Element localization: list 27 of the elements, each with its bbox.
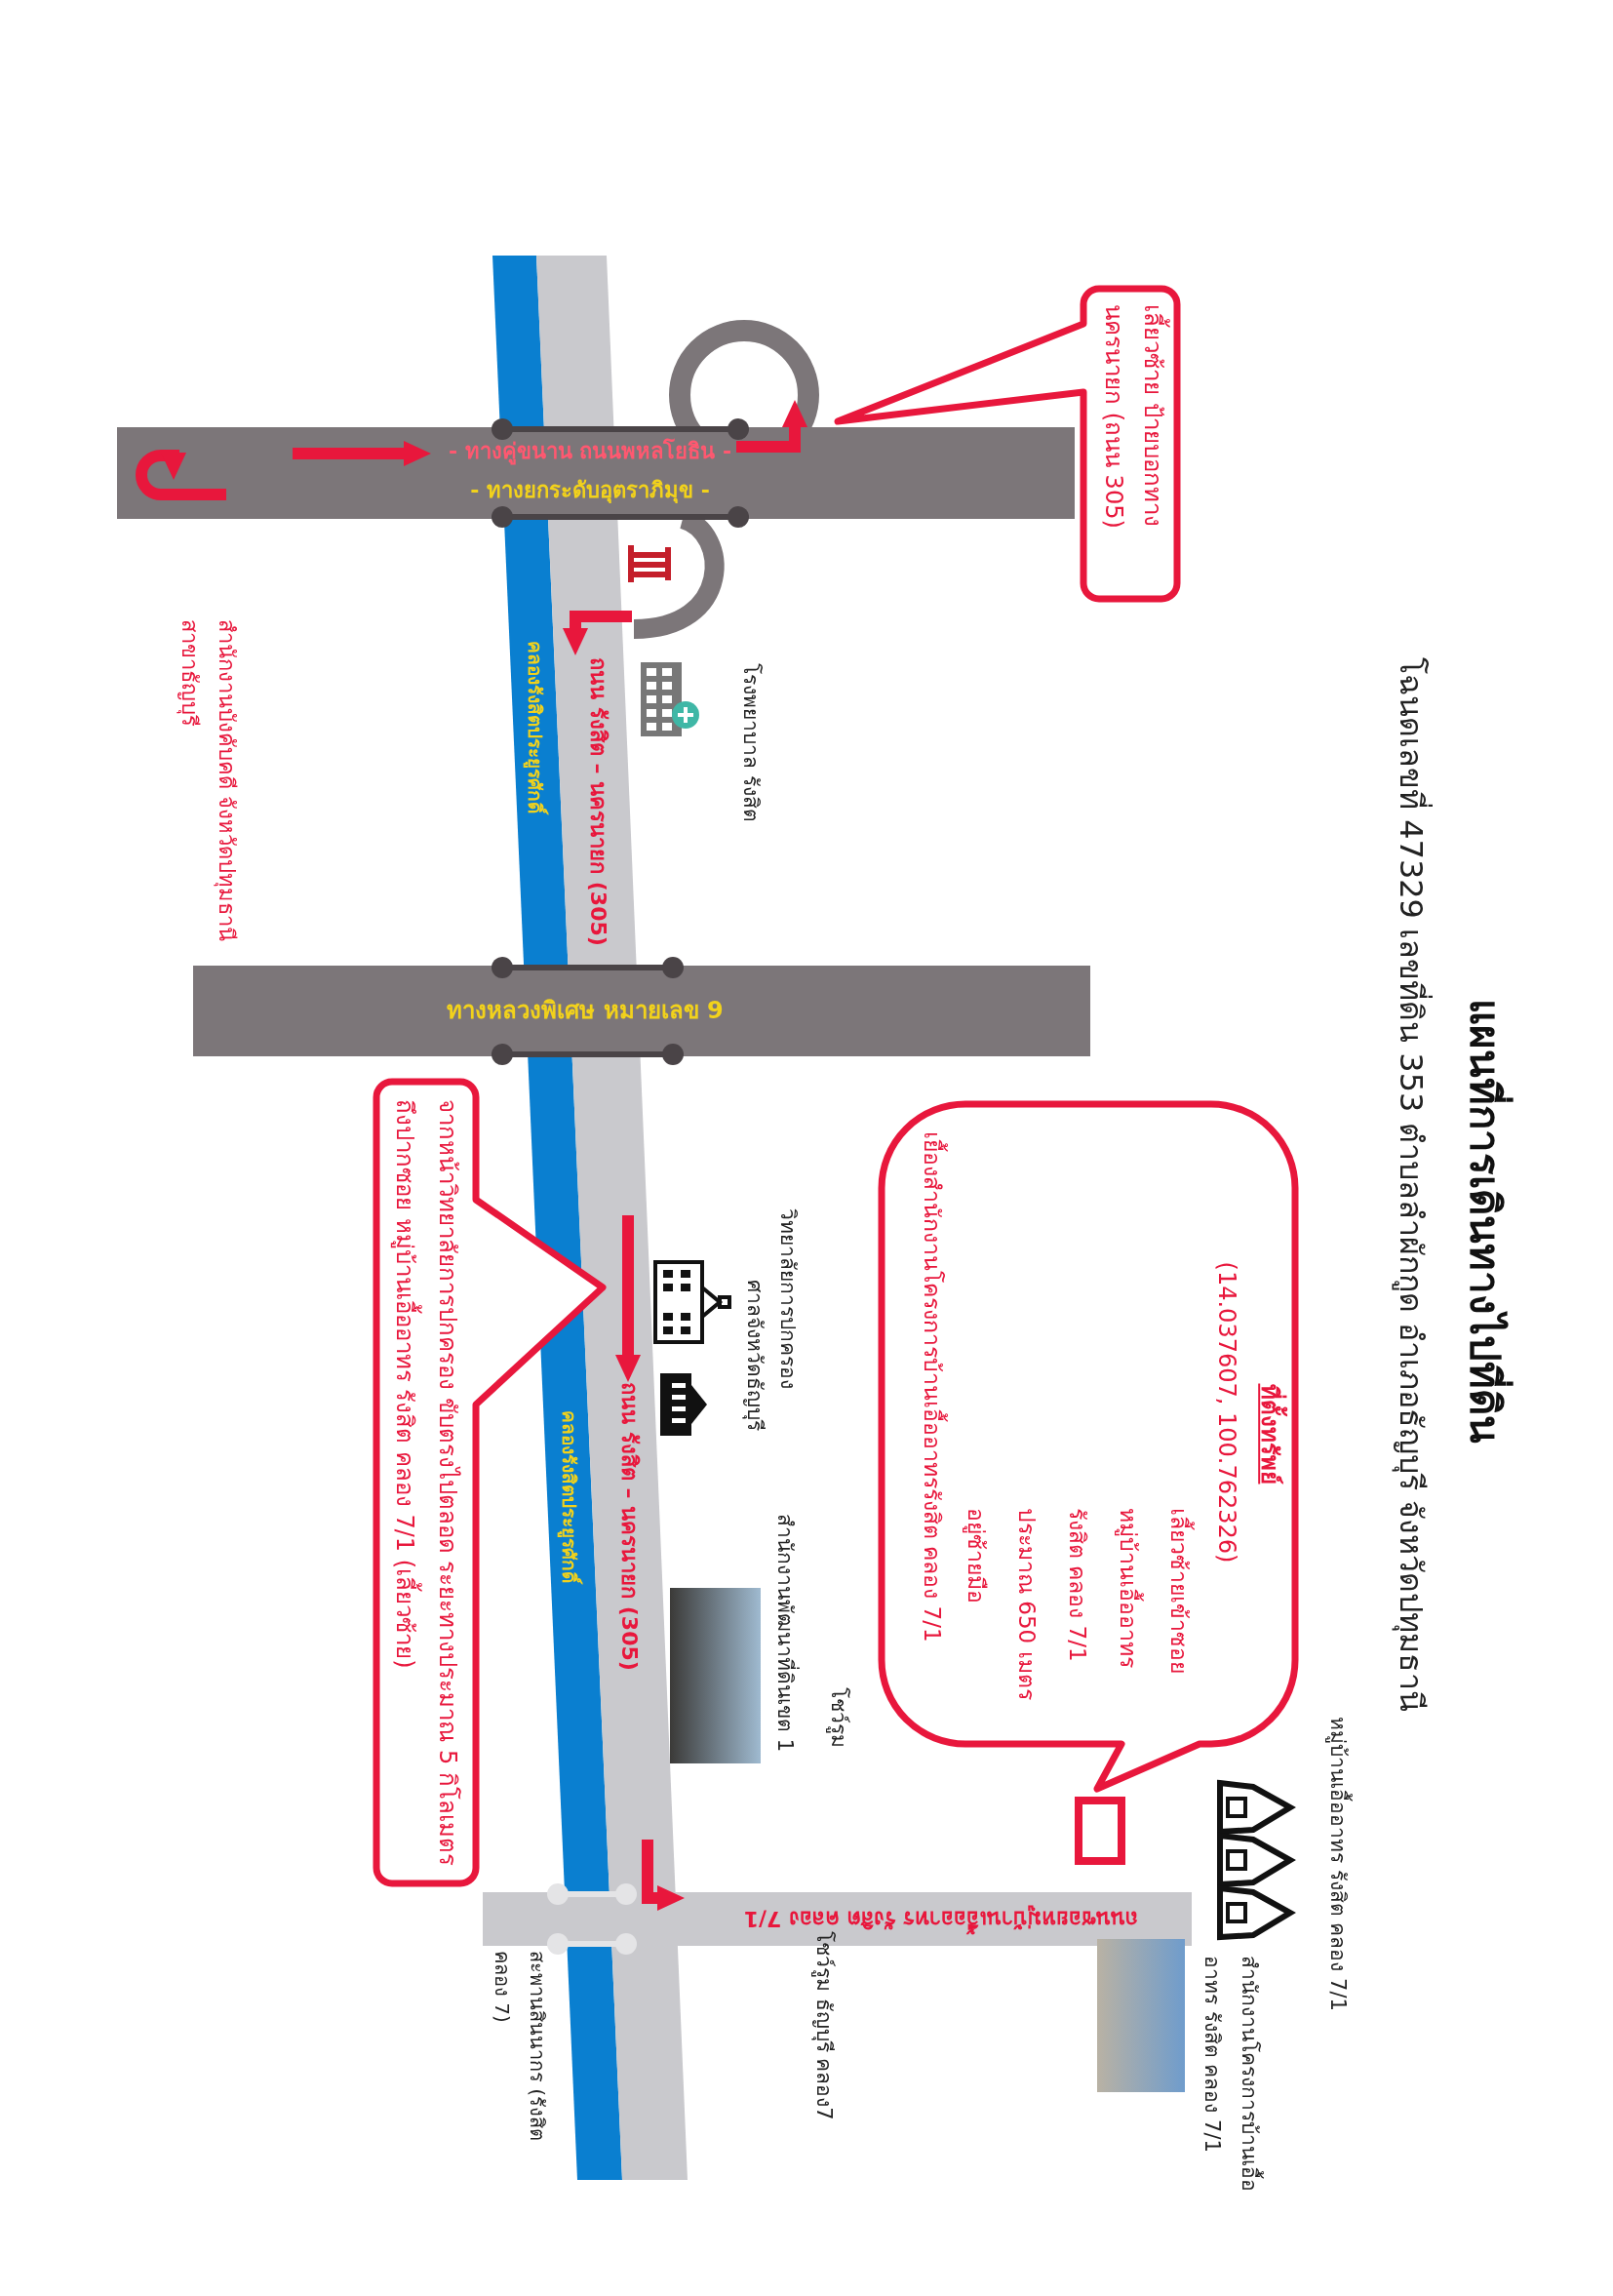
callout-text: เยื้องสำนักงานโครงการบ้านเอื้ออาทรรังสิต คลอง 7/1 [916, 1131, 947, 1678]
callout-text: จากหน้าวิทยาลัยการปกครอง ขับตรงไปตลอด ระยะทางประมาณ 5 กิโลเมตร ถึงปากซอย หมู่บ้านเอื้ออาทร รังสิต คลอง 7/1 (เลี้ยวซ้าย) [389, 1099, 462, 1868]
place-label: ศาลจังหวัดธัญบุรี [741, 1280, 768, 1433]
place-label: สะพานสินนากร (รังสิต คลอง 7) [490, 1951, 550, 2144]
road-name: ถนน รังสิต – นครนายก (305) [615, 1381, 643, 1673]
coordinates-text: (14.037607, 100.762326) [1212, 1260, 1242, 1565]
place-label: โรงพยาบาล รังสิต [738, 663, 765, 824]
place-label: สำนักงานบังคับคดี จังหวัดปทุมธานี สาขาธัญบุรี [176, 619, 240, 941]
callout-heading: ที่ตั้งทรัพย์ [1253, 1336, 1286, 1531]
callout-bubble [373, 1078, 607, 1887]
callout-bubble [878, 1100, 1299, 1795]
place-label: สำนักงานโครงการบ้านเอื้ออาทร รังสิต คลอง 7/1 [1194, 1956, 1268, 2219]
callout-text: เลี้ยวซ้ายเข้าซอย หมู่บ้านเอื้ออาทร รังสิต คลอง 7/1 ประมาณ 650 เมตร อยู่ซ้ายมือ [951, 1508, 1204, 1719]
place-label: โชว์รูม ธัญบุรี คลอง7 [810, 1931, 838, 2122]
title: แผนที่การเดินทางไปที่ดิน [1456, 992, 1513, 1450]
subtitle: โฉนดเลขที่ 47329 เลขที่ดิน 353 ตำบลลำผักกูด อำเภอธัญบุรี จังหวัดปทุมธานี [1389, 657, 1432, 1984]
callout-text: เลี้ยวซ้าย ป้ายบอกทาง นครนายก (ถนน 305) [1094, 304, 1172, 587]
place-label: สำนักงานพัฒนาที่ดินเขต 1 [772, 1514, 800, 1755]
road-name: ทางหลวงพิเศษ หมายเลข 9 [446, 995, 725, 1026]
place-label: โชว์รูม [825, 1687, 852, 1750]
road-name: ถนน รังสิต – นครนายก (305) [584, 656, 611, 948]
canal-name: คลองรังสิตประยูรศักดิ์ [556, 1369, 581, 1623]
road-name: - ทางยกระดับอุตราภิมุข - [469, 477, 711, 505]
canal-name: คลองรังสิตประยูรศักดิ์ [522, 600, 547, 853]
place-label: วิทยาลัยการปกครอง [775, 1208, 802, 1391]
road-name: - ทางคู่ขนาน ถนนพหลโยธิน - [447, 437, 733, 466]
place-label: หมู่บ้านเอื้ออาทร รังสิต คลอง 7/1 [1324, 1717, 1353, 2013]
